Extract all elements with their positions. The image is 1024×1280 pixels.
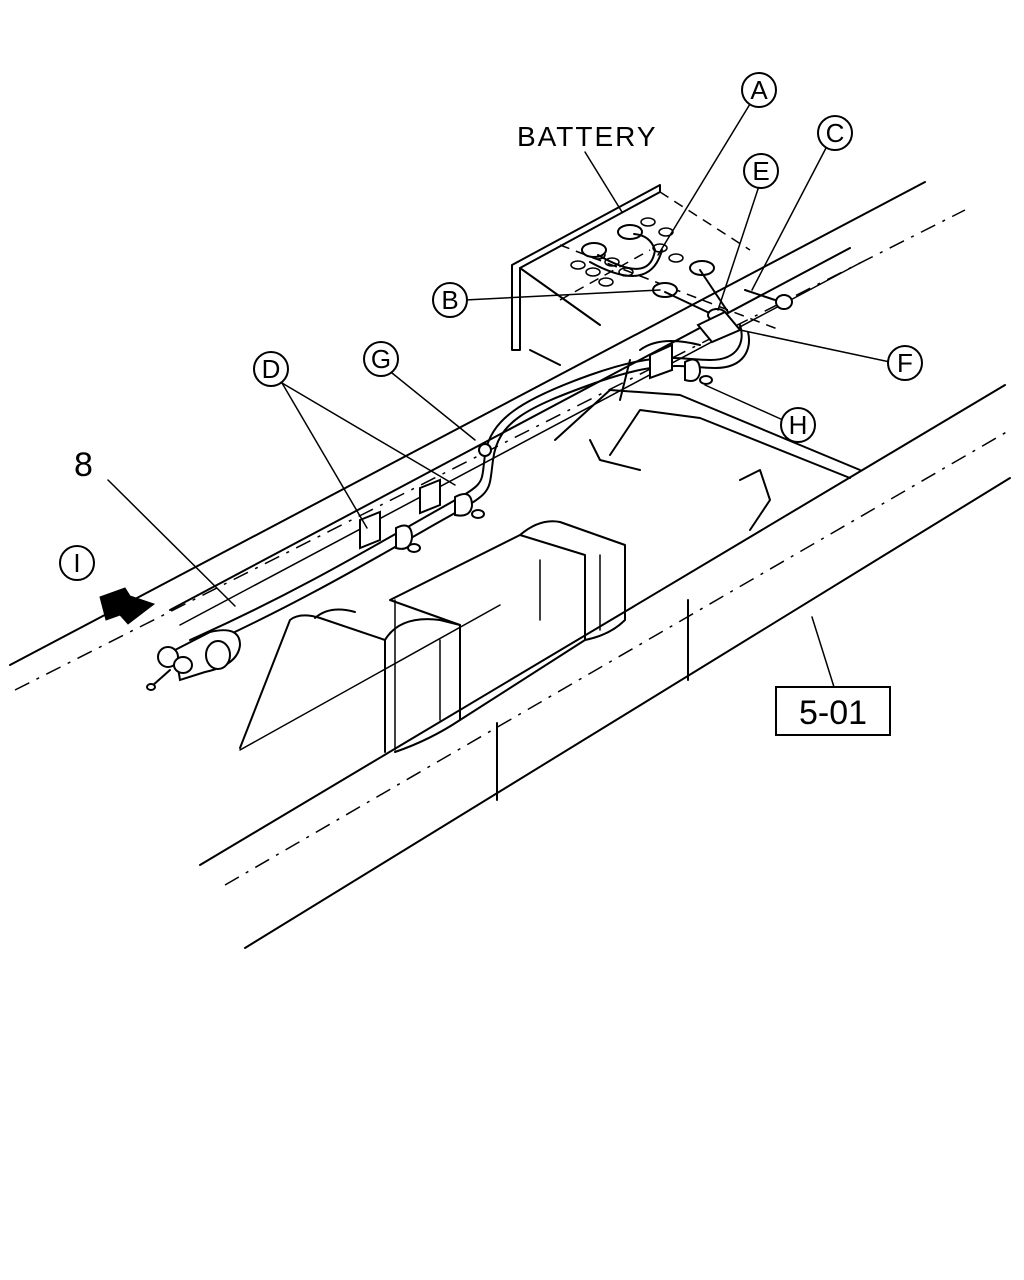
battery-terminals xyxy=(581,224,715,298)
callout-D: D xyxy=(253,351,289,387)
callout-C: C xyxy=(817,115,853,151)
callout-G: G xyxy=(363,341,399,377)
battery-label: BATTERY xyxy=(517,121,658,152)
callout-I: I xyxy=(59,545,95,581)
battery-cable-8 xyxy=(146,269,793,691)
callout-A: A xyxy=(741,72,777,108)
callout-F: F xyxy=(887,345,923,381)
callout-E-label: E xyxy=(752,156,769,186)
fuel-tank xyxy=(239,340,861,753)
reference-box-label: 5-01 xyxy=(799,694,867,732)
part-number-label: 8 xyxy=(74,446,93,484)
battery xyxy=(511,184,781,366)
callout-A-label: A xyxy=(750,75,768,105)
reference-box: 5-01 xyxy=(775,686,891,736)
callout-E: E xyxy=(743,153,779,189)
callout-D-label: D xyxy=(262,354,281,384)
starter-connector xyxy=(146,629,242,691)
callout-B: B xyxy=(432,282,468,318)
callout-B-label: B xyxy=(441,285,458,315)
callout-I-label: I xyxy=(73,548,80,578)
battery-cell-caps xyxy=(570,217,684,287)
callout-G-label: G xyxy=(371,344,391,374)
callout-H-label: H xyxy=(789,410,808,440)
callout-C-label: C xyxy=(826,118,845,148)
callout-H: H xyxy=(780,407,816,443)
callout-F-label: F xyxy=(897,348,913,378)
cable-clamps xyxy=(359,310,742,553)
direction-arrow-icon xyxy=(99,587,156,625)
leader-lines xyxy=(107,103,891,688)
frame-rails xyxy=(9,181,1011,949)
